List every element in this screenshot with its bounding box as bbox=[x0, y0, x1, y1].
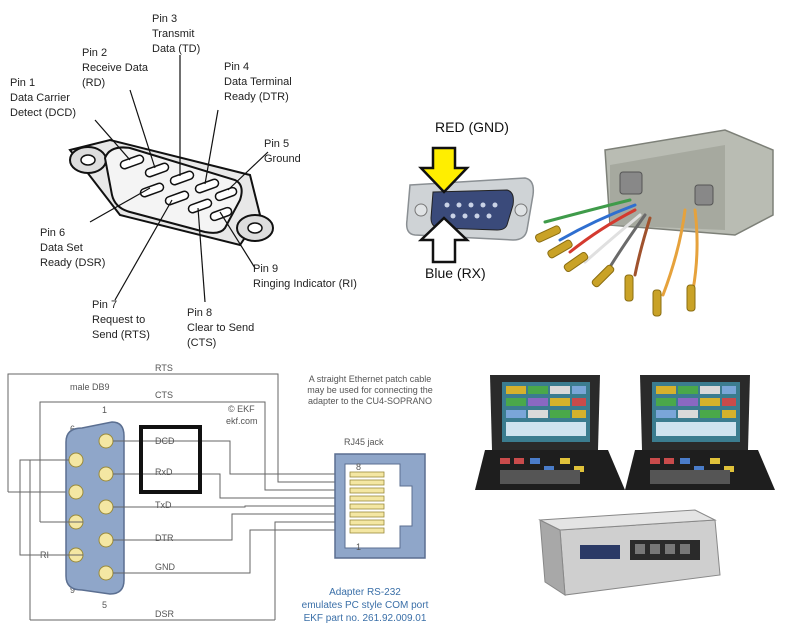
rj45-pin-1: 1 bbox=[356, 542, 361, 552]
rj45-pin-8: 8 bbox=[356, 462, 361, 472]
female-db9-connector bbox=[405, 177, 535, 241]
pin-5-number: 5 bbox=[102, 600, 107, 610]
yellow-down-arrow-icon bbox=[418, 146, 470, 194]
pin-9-number: 9 bbox=[70, 585, 75, 595]
rj45-jack-label: RJ45 jack bbox=[344, 437, 384, 447]
dcd-signal-label: DCD bbox=[155, 436, 175, 446]
male-db9-drawing bbox=[65, 421, 125, 595]
dtr-signal-label: DTR bbox=[155, 533, 174, 543]
male-db9-label: male DB9 bbox=[70, 382, 110, 392]
rj45-adapter-housing bbox=[604, 129, 774, 236]
white-up-arrow-icon bbox=[417, 216, 471, 264]
pos-terminals-photo bbox=[460, 350, 791, 632]
rs232-wiring-diagram: RTS CTS male DB9 1 6 9 5 RI © EKF ekf.co… bbox=[0, 350, 460, 632]
rj45-jack-drawing bbox=[334, 453, 426, 559]
ekf-url: ekf.com bbox=[226, 416, 258, 426]
cts-label: CTS bbox=[155, 390, 173, 400]
highlight-box bbox=[139, 425, 202, 494]
ekf-copyright: © EKF bbox=[228, 404, 255, 414]
pos-terminal-left bbox=[475, 375, 625, 490]
red-gnd-label: RED (GND) bbox=[435, 119, 509, 135]
txd-signal-label: TxD bbox=[155, 500, 172, 510]
controller-box bbox=[538, 509, 721, 596]
gnd-signal-label: GND bbox=[155, 562, 176, 572]
pos-terminal-right bbox=[625, 375, 775, 490]
blue-rx-label: Blue (RX) bbox=[425, 265, 486, 281]
db9-connector-drawing bbox=[68, 138, 274, 247]
pin-1-number: 1 bbox=[102, 405, 107, 415]
rxd-signal-label: RxD bbox=[155, 467, 173, 477]
dsr-signal-label: DSR bbox=[155, 609, 175, 619]
adapter-photo: RED (GND) Blue (RX) bbox=[395, 0, 791, 350]
rts-label: RTS bbox=[155, 363, 173, 373]
